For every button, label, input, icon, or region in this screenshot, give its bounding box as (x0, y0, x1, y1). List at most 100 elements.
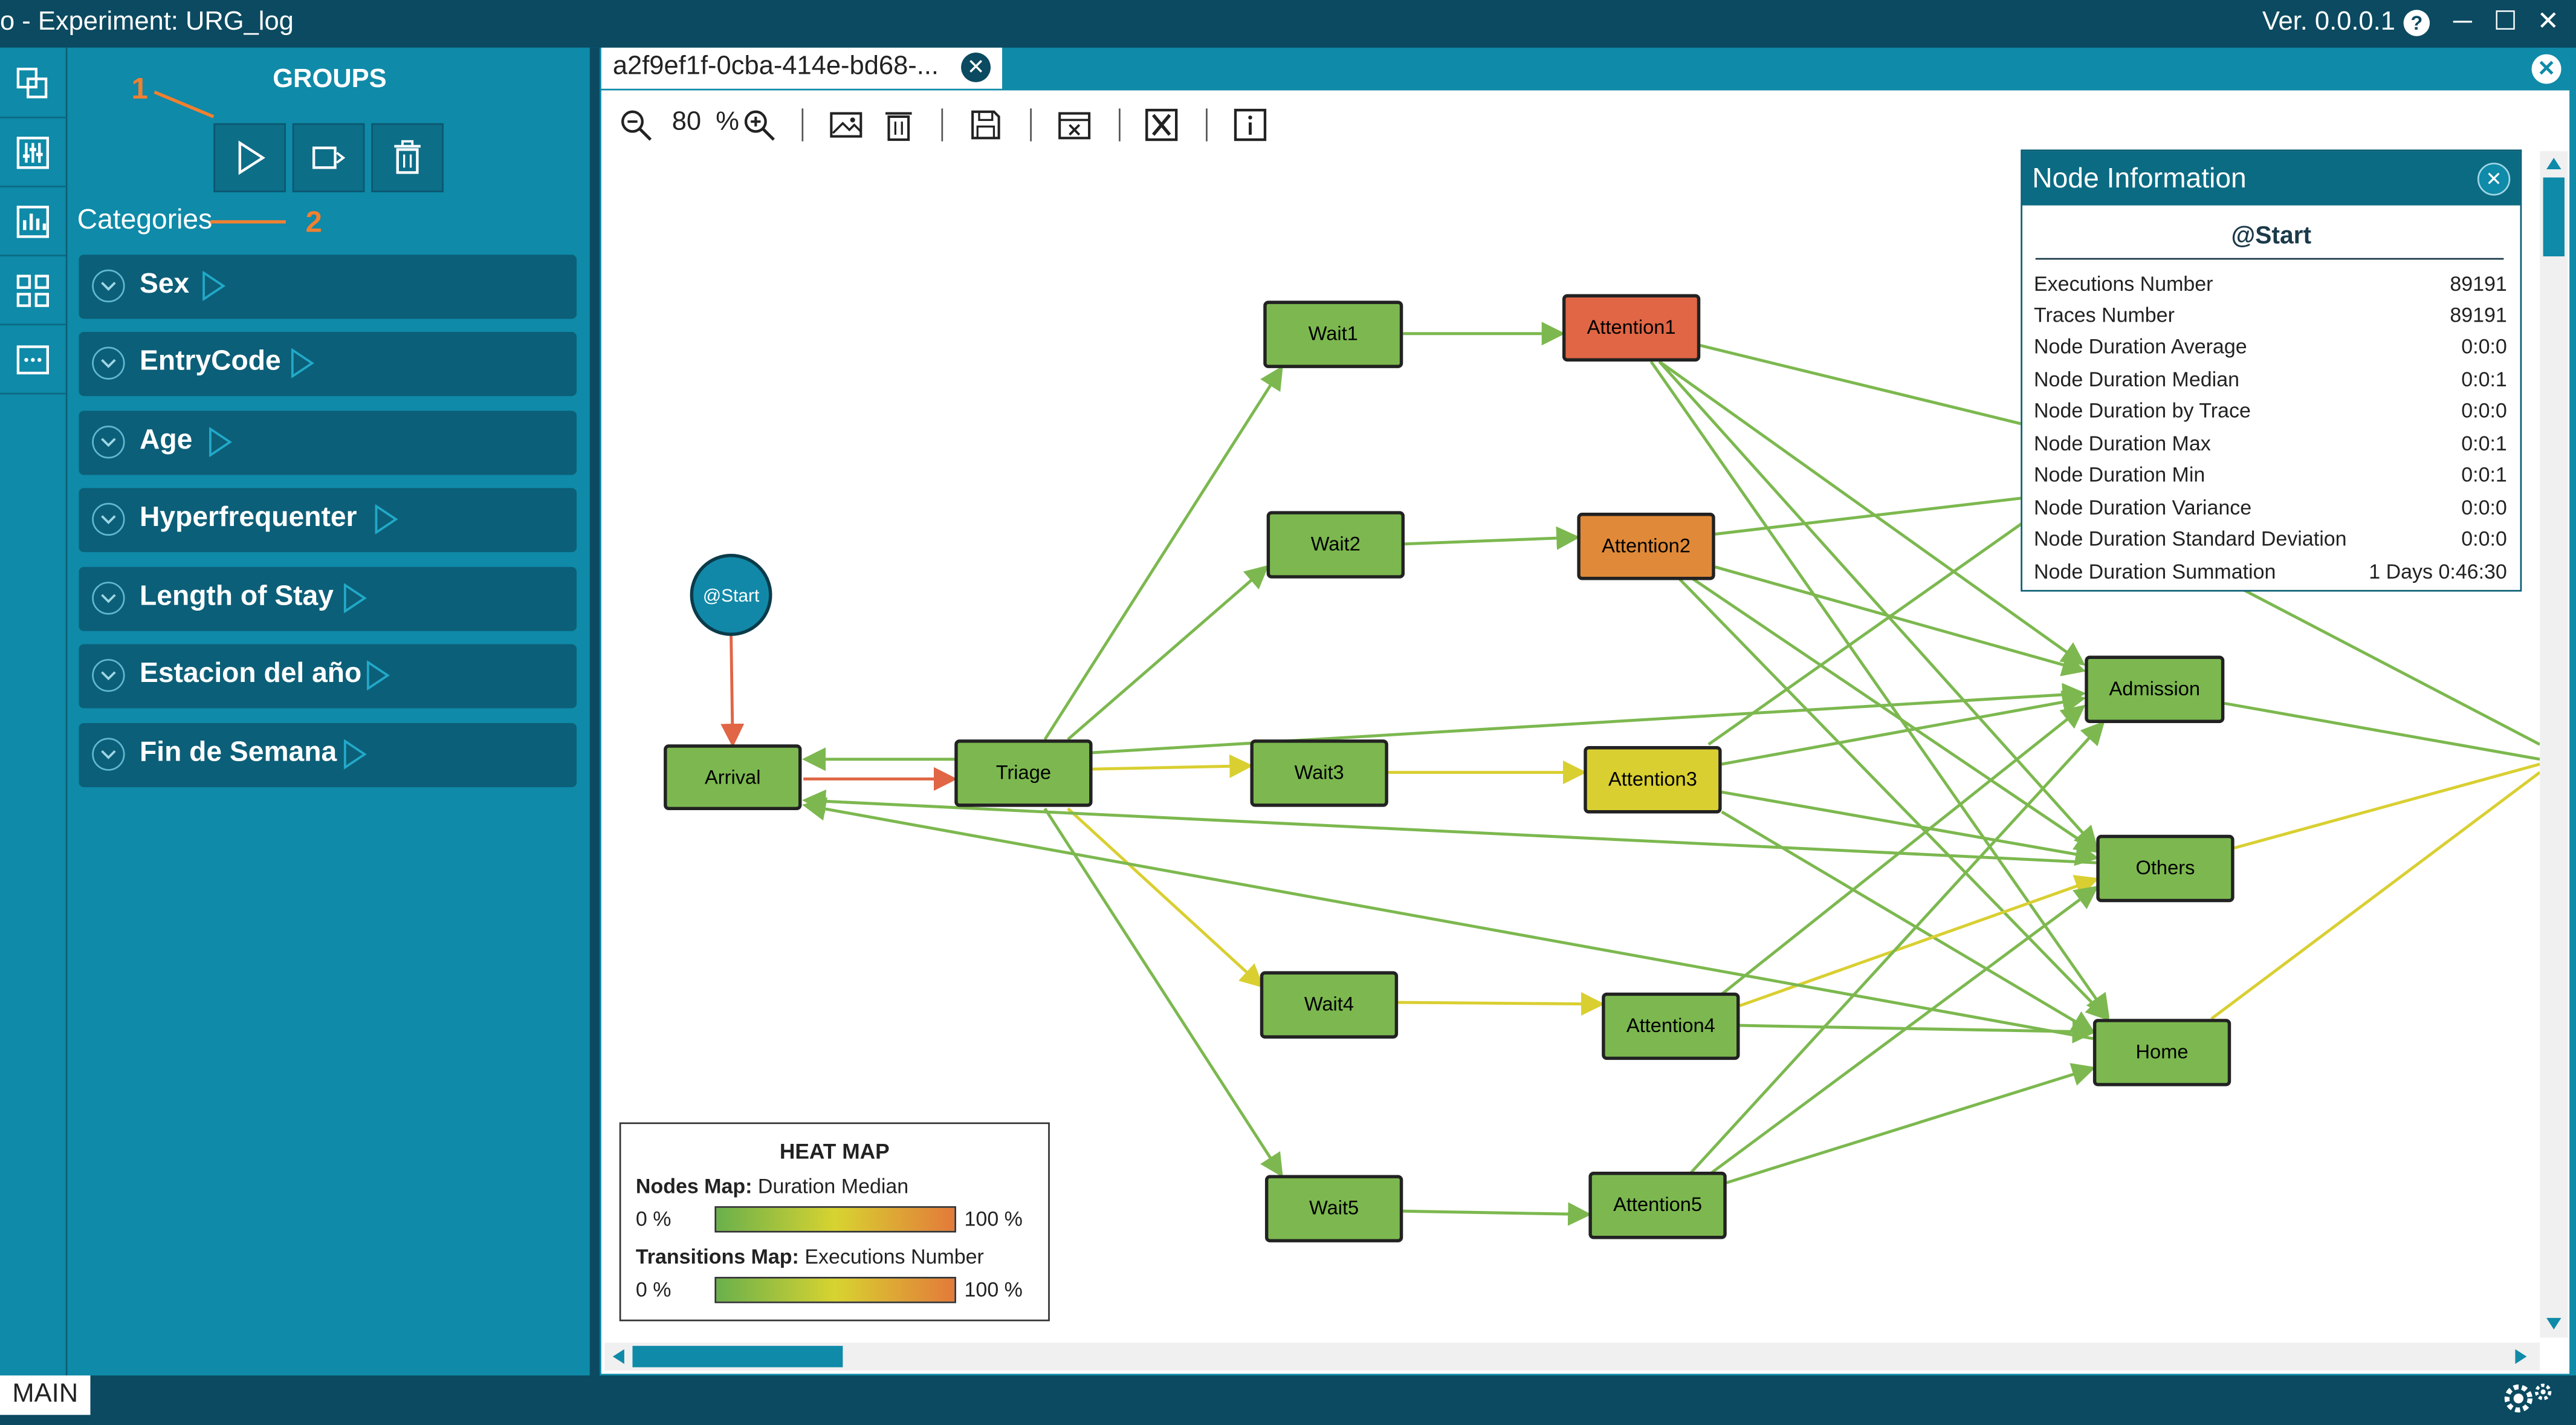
info-key: Node Duration Summation (2034, 560, 2276, 583)
node-attention1[interactable]: Attention1 (1562, 294, 1701, 362)
node-attention2[interactable]: Attention2 (1577, 513, 1715, 580)
node-attention4[interactable]: Attention4 (1602, 992, 1740, 1060)
scroll-down-icon[interactable] (2545, 1316, 2563, 1331)
divider (2035, 258, 2504, 260)
chevron-down-icon[interactable] (92, 582, 125, 615)
category-label: Estacion del año (140, 657, 362, 689)
horizontal-scrollbar[interactable] (604, 1342, 2540, 1371)
category-item-entrycode[interactable]: EntryCode (79, 332, 577, 397)
chevron-down-icon[interactable] (92, 269, 125, 303)
zoom-out-icon[interactable] (618, 107, 654, 143)
ellipsis-icon (16, 345, 49, 375)
transitions-gradient (714, 1276, 956, 1303)
chevron-down-icon[interactable] (92, 502, 125, 536)
zoom-level[interactable]: 80 % (672, 108, 739, 138)
chevron-down-icon[interactable] (92, 425, 125, 459)
vertical-scroll-thumb[interactable] (2543, 177, 2565, 257)
play-icon[interactable] (201, 271, 227, 301)
vertical-scrollbar[interactable] (2540, 151, 2568, 1338)
node-home[interactable]: Home (2092, 1019, 2231, 1086)
info-key: Node Duration Standard Deviation (2034, 527, 2347, 551)
panel-splitter[interactable] (589, 47, 600, 1376)
toolbar-separator (1030, 108, 1032, 141)
trash-icon[interactable] (881, 107, 917, 143)
category-label: Age (140, 424, 193, 455)
node-attention3[interactable]: Attention3 (1584, 746, 1722, 814)
info-key: Node Duration Variance (2034, 496, 2252, 519)
settings-gear-icon[interactable] (2497, 1378, 2557, 1418)
toolbar-separator (1119, 108, 1121, 141)
play-icon[interactable] (364, 660, 390, 690)
delete-group-button[interactable] (371, 123, 444, 193)
play-icon[interactable] (341, 583, 367, 613)
save-icon[interactable] (968, 107, 1004, 143)
layers-icon (16, 67, 48, 99)
category-label: Hyperfrequenter (140, 501, 357, 533)
nodes-max-label: 100 % (964, 1207, 1023, 1231)
category-item-hyperfrequenter[interactable]: Hyperfrequenter (79, 488, 577, 553)
category-item-length-of-stay[interactable]: Length of Stay (79, 566, 577, 631)
export-group-button[interactable] (292, 123, 365, 193)
zoom-in-icon[interactable] (741, 107, 777, 143)
clear-icon[interactable] (1144, 107, 1180, 143)
scroll-up-icon[interactable] (2545, 156, 2563, 170)
node-triage[interactable]: Triage (954, 739, 1093, 807)
scroll-left-icon[interactable] (611, 1348, 626, 1366)
horizontal-scroll-thumb[interactable] (632, 1346, 843, 1368)
node-arrival[interactable]: Arrival (664, 744, 802, 811)
play-icon[interactable] (207, 427, 233, 457)
play-icon (238, 140, 265, 175)
tab-process-map[interactable]: a2f9ef1f-0cba-414e-bd68-... ✕ (601, 47, 1003, 89)
node-information-header[interactable]: Node Information ✕ (2022, 151, 2520, 206)
minimize-button[interactable]: ─ (2453, 8, 2472, 36)
info-key: Node Duration Average (2034, 335, 2247, 359)
play-icon[interactable] (373, 504, 399, 534)
categories-label: Categories (77, 204, 213, 235)
node-start[interactable]: @Start (688, 552, 774, 637)
node-wait3[interactable]: Wait3 (1250, 739, 1388, 807)
remove-filter-icon[interactable] (1057, 107, 1093, 143)
node-others[interactable]: Others (2096, 834, 2235, 903)
info-icon[interactable] (1232, 107, 1269, 143)
info-value: 0:0:1 (2461, 368, 2507, 391)
run-group-button[interactable] (213, 123, 286, 193)
more-button[interactable] (0, 327, 66, 395)
node-wait5[interactable]: Wait5 (1264, 1175, 1403, 1242)
info-value: 1 Days 0:46:30 (2369, 560, 2507, 583)
close-document-button[interactable]: ✕ (2531, 54, 2561, 84)
close-icon[interactable]: ✕ (2477, 163, 2511, 196)
node-wait1[interactable]: Wait1 (1263, 300, 1403, 368)
help-icon[interactable]: ? (2403, 10, 2430, 36)
statistics-button[interactable] (0, 189, 66, 257)
node-attention5[interactable]: Attention5 (1588, 1172, 1727, 1239)
title-bar: o - Experiment: URG_log Ver. 0.0.0.1 ? ─… (0, 0, 2576, 48)
category-label: Fin de Semana (140, 736, 337, 768)
category-item-age[interactable]: Age (79, 411, 577, 475)
maximize-button[interactable]: ☐ (2493, 8, 2517, 36)
node-wait2[interactable]: Wait2 (1266, 511, 1405, 579)
close-icon[interactable]: ✕ (961, 52, 991, 82)
chevron-down-icon[interactable] (92, 738, 125, 771)
play-icon[interactable] (341, 739, 367, 770)
category-item-fin-de-semana[interactable]: Fin de Semana (79, 722, 577, 787)
scroll-right-icon[interactable] (2514, 1348, 2528, 1366)
filters-button[interactable] (0, 120, 66, 187)
info-value: 89191 (2450, 273, 2507, 296)
node-wait4[interactable]: Wait4 (1260, 971, 1399, 1039)
main-workspace-tag[interactable]: MAIN (0, 1375, 91, 1415)
groups-panel (67, 47, 590, 1376)
dashboard-button[interactable] (0, 258, 66, 326)
trash-icon (394, 140, 421, 174)
chevron-down-icon[interactable] (92, 346, 125, 380)
play-icon[interactable] (289, 348, 315, 378)
info-key: Executions Number (2034, 273, 2213, 296)
node-admission[interactable]: Admission (2085, 655, 2225, 723)
image-icon[interactable] (828, 107, 864, 143)
chevron-down-icon[interactable] (92, 658, 125, 692)
info-value: 0:0:1 (2461, 432, 2507, 455)
close-window-button[interactable]: ✕ (2537, 8, 2560, 36)
category-item-estacion-del-ano[interactable]: Estacion del año (79, 644, 577, 709)
process-map-button[interactable] (0, 51, 66, 118)
category-item-sex[interactable]: Sex (79, 255, 577, 319)
